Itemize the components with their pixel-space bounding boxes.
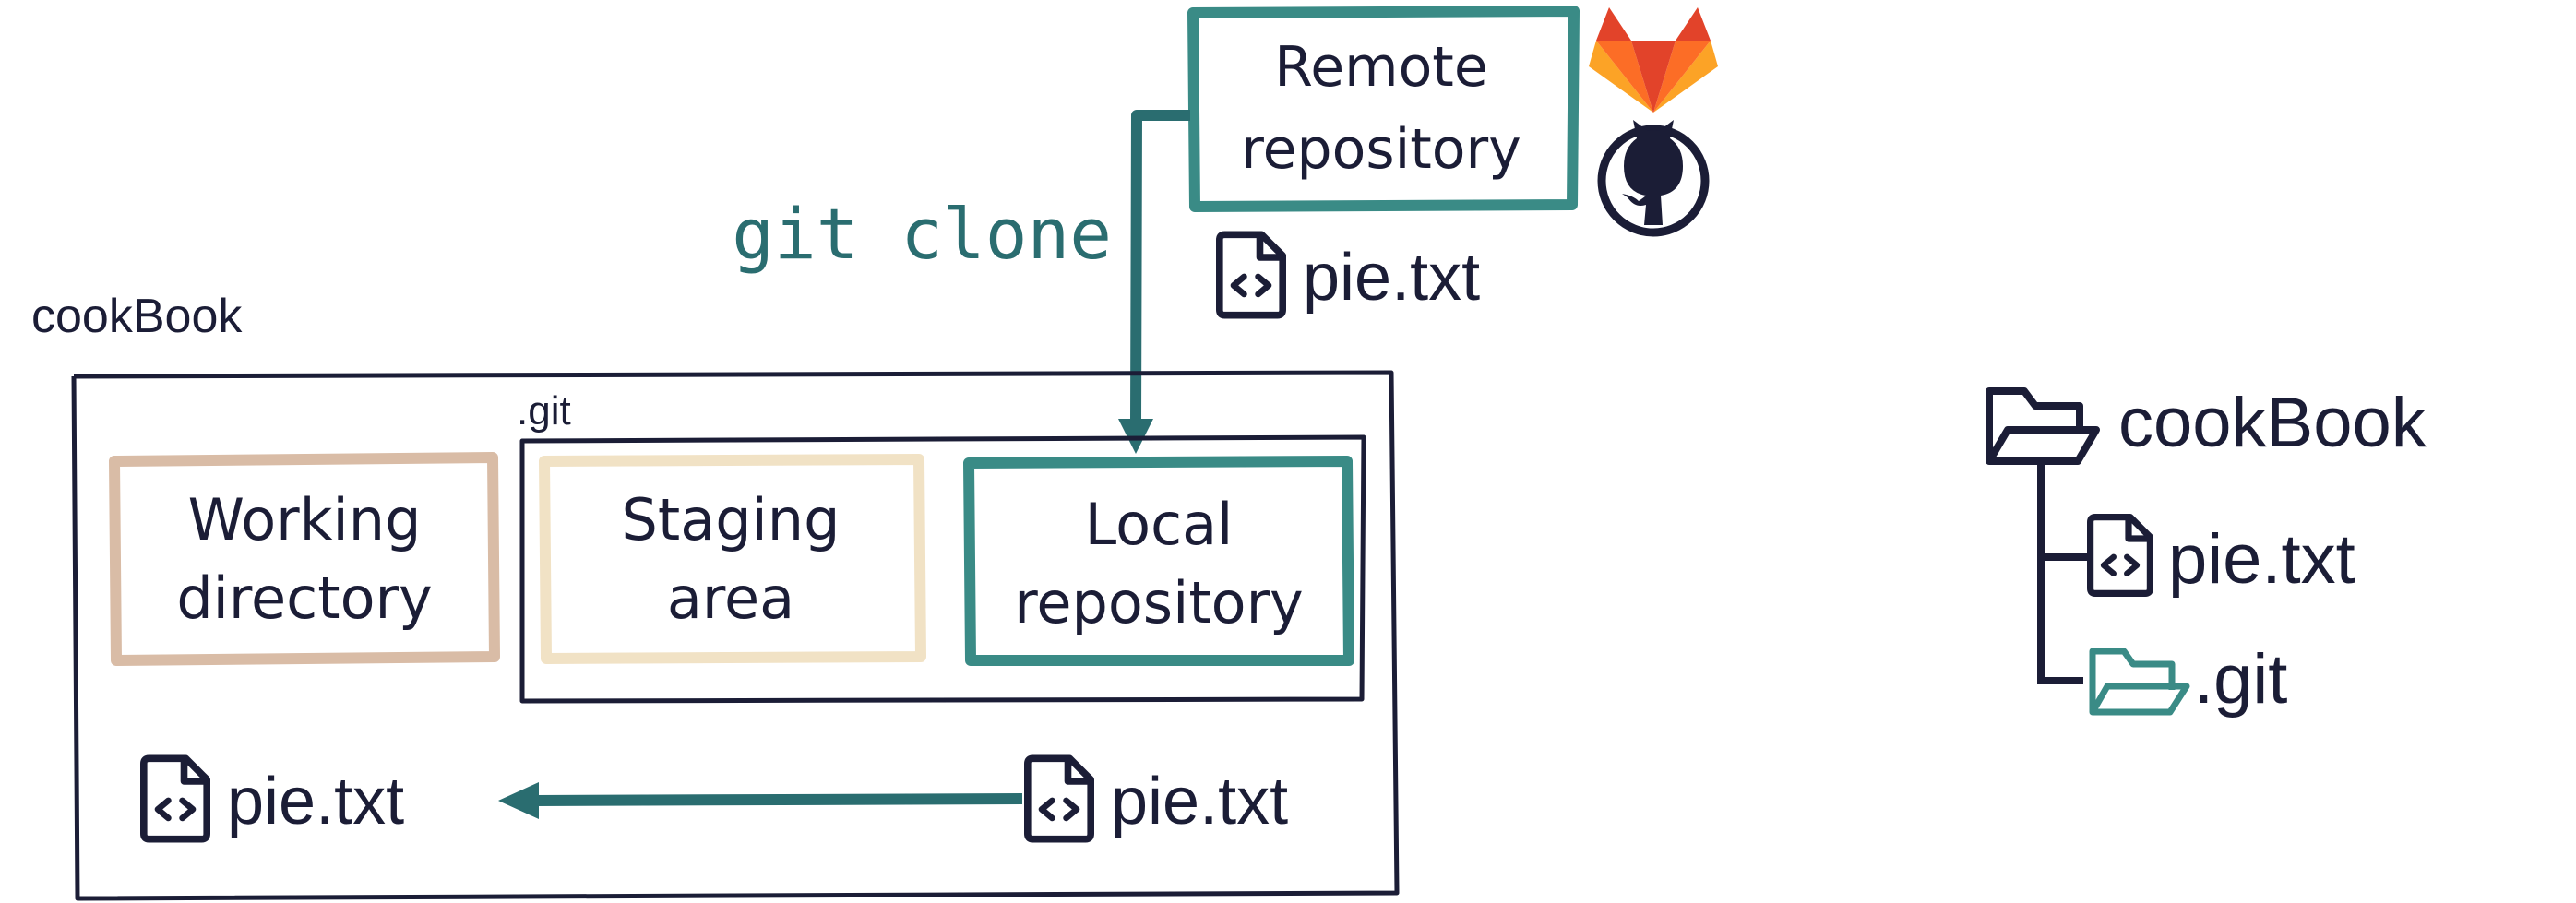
staging-area-label-line2: area <box>667 564 794 632</box>
tree-file-label: pie.txt <box>2168 520 2355 599</box>
local-file-label: pie.txt <box>1111 765 1288 838</box>
git-folder-box <box>519 434 1366 704</box>
working-directory-label-line1: Working <box>188 486 422 553</box>
tree-file-icon <box>2091 517 2151 594</box>
tree-branch-lines <box>2037 465 2087 684</box>
remote-repository-label-line2: repository <box>1241 117 1521 182</box>
git-folder-label: .git <box>517 388 571 434</box>
git-clone-label: git clone <box>732 193 1112 275</box>
remote-repository-label-line1: Remote <box>1274 35 1488 100</box>
local-repository-label-line2: repository <box>1014 569 1304 636</box>
working-directory-box <box>109 452 500 666</box>
working-directory-label-line2: directory <box>176 564 432 632</box>
tree-git-folder-icon <box>2089 648 2190 716</box>
github-logo-icon <box>1597 120 1710 237</box>
local-repository-box <box>963 456 1354 666</box>
remote-repository-box <box>1187 6 1580 212</box>
tree-root-label: cookBook <box>2118 384 2427 462</box>
working-file-icon <box>144 758 207 838</box>
remote-file-icon <box>1220 234 1282 315</box>
tree-root-folder-icon <box>1986 387 2100 465</box>
local-file-icon <box>1028 758 1091 838</box>
git-clone-arrow <box>1130 110 1190 423</box>
remote-file-label: pie.txt <box>1303 241 1480 315</box>
gitlab-logo-icon <box>1589 7 1718 113</box>
tree-git-label: .git <box>2194 640 2287 719</box>
project-folder-box <box>71 370 1400 901</box>
local-repository-label-line1: Local <box>1085 491 1234 558</box>
checkout-arrowhead <box>498 782 539 819</box>
working-file-label: pie.txt <box>227 765 404 838</box>
staging-area-box <box>539 454 926 664</box>
project-folder-label: cookBook <box>31 290 243 343</box>
checkout-arrow <box>534 793 1023 806</box>
staging-area-label-line1: Staging <box>622 486 841 553</box>
